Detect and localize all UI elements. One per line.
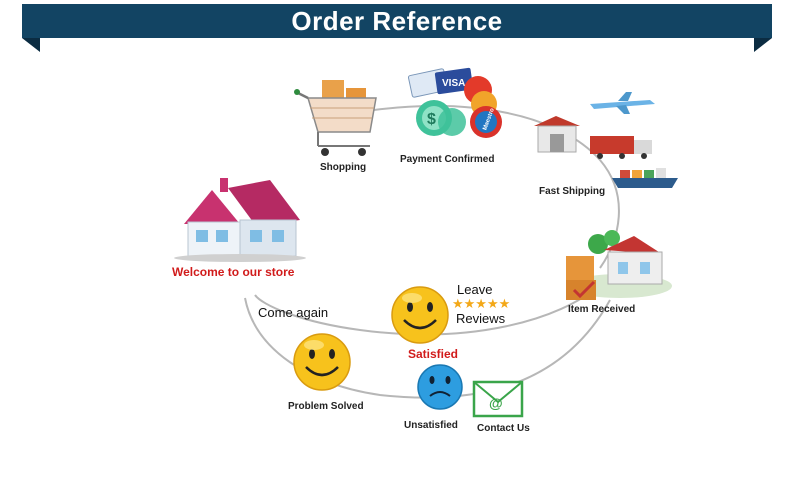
label-item-received: Item Received <box>568 304 636 315</box>
store-house-icon <box>174 178 306 262</box>
happy-smiley-icon <box>391 286 449 344</box>
five-stars-icon: ★★★★★ <box>452 296 511 311</box>
label-reviews: Reviews <box>456 311 506 326</box>
cargo-ship-icon <box>612 168 678 188</box>
payment-cards-icon: VISA Maestro $ <box>407 67 502 138</box>
truck-icon <box>590 136 652 159</box>
label-come-again: Come again <box>258 305 329 320</box>
label-welcome: Welcome to our store <box>172 265 295 279</box>
svg-text:@: @ <box>489 395 503 411</box>
delivered-house-icon <box>566 230 672 300</box>
label-contact-us: Contact Us <box>477 423 530 434</box>
visa-label: VISA <box>442 78 465 89</box>
label-shopping: Shopping <box>320 162 367 173</box>
page-title: Order Reference <box>291 6 503 36</box>
mail-icon: @ <box>472 380 524 418</box>
banner-right-fold <box>754 38 772 52</box>
problem-solved-smiley-icon <box>293 333 351 391</box>
warehouse-icon <box>534 116 580 153</box>
label-problem-solved: Problem Solved <box>288 401 364 412</box>
label-payment-confirmed: Payment Confirmed <box>400 154 495 165</box>
label-leave: Leave <box>457 282 493 297</box>
label-unsatisfied: Unsatisfied <box>404 420 458 431</box>
svg-text:$: $ <box>427 111 436 128</box>
label-satisfied: Satisfied <box>408 347 459 361</box>
shopping-cart-icon <box>294 80 377 156</box>
title-banner: Order Reference <box>22 4 772 38</box>
flow-curve-inner <box>254 284 601 336</box>
airplane-icon <box>590 92 655 114</box>
flow-curve-outer <box>244 297 611 399</box>
label-fast-shipping: Fast Shipping <box>539 186 606 197</box>
sad-face-icon <box>417 364 463 410</box>
banner-left-fold <box>22 38 40 52</box>
